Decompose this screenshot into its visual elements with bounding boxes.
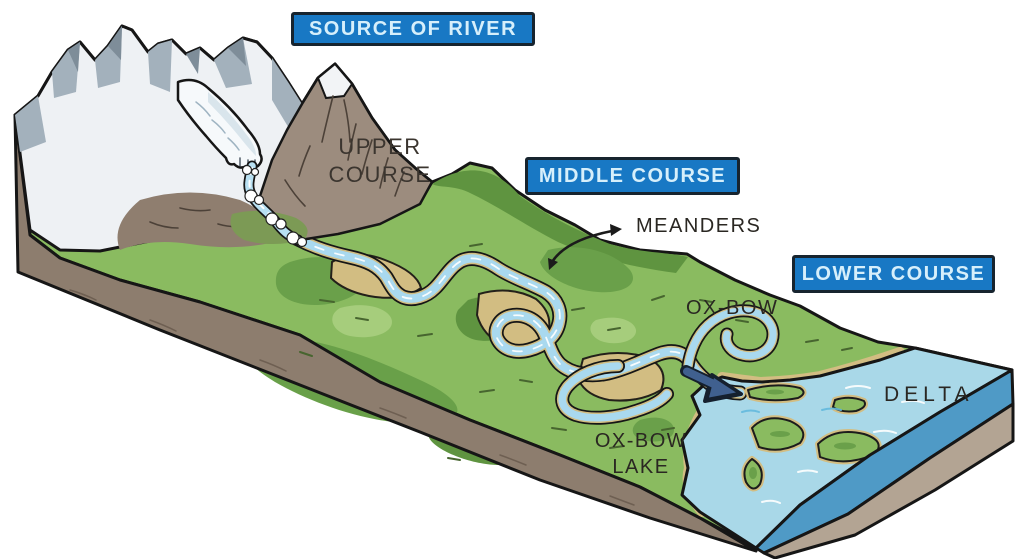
label-delta: DELTA [884,383,974,406]
label-upper-course-line2: COURSE [328,162,432,188]
label-source-of-river: SOURCE OF RIVER [291,12,535,46]
label-oxbow-lake: OX-BOW LAKE [585,429,697,480]
oxbow-loop [681,304,780,373]
label-oxbow: OX-BOW [686,297,779,319]
flow-arrow-icon [680,365,743,403]
oxbow-lake [555,359,674,425]
waterfall-foam [241,164,308,248]
label-upper-course: UPPER COURSE [305,133,455,189]
mountains [13,24,434,253]
label-middle-course: MIDDLE COURSE [525,157,740,195]
grass-ticks [299,243,853,461]
label-lower-course: LOWER COURSE [792,255,995,293]
label-meanders: MEANDERS [636,215,762,237]
label-oxbow-lake-line1: OX-BOW [594,430,688,452]
label-oxbow-lake-line2: LAKE [612,455,670,478]
basement-layer [762,402,1015,559]
label-upper-course-line1: UPPER [338,134,422,159]
meanders-arrow-icon [548,224,622,270]
river [288,230,748,401]
delta-islands [741,382,882,492]
glacier [176,78,263,170]
front-soil-face [13,113,758,553]
